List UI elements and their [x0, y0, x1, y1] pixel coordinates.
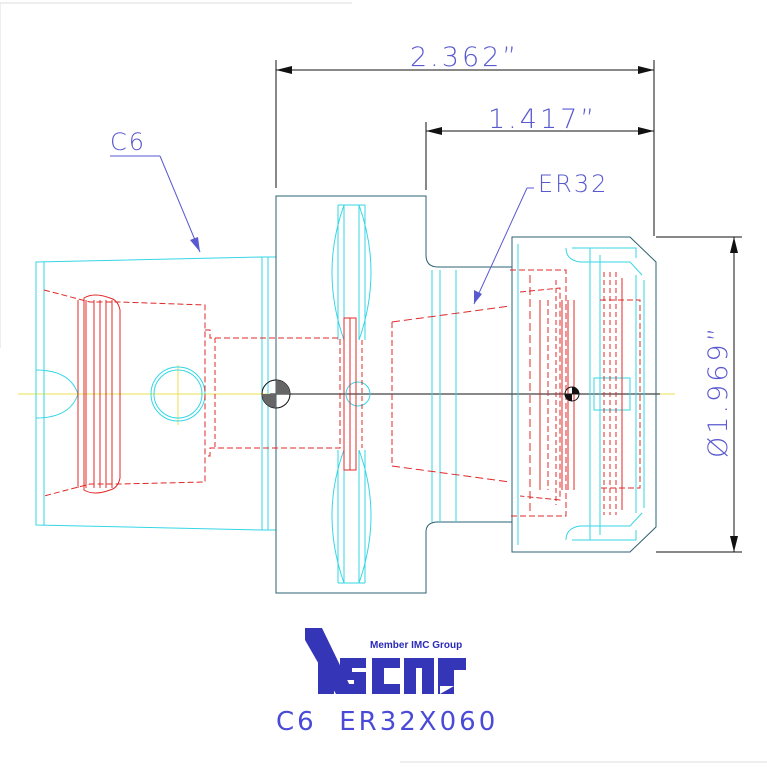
overall-length-dimension: 2.362”: [410, 42, 519, 73]
iscar-logo: [305, 628, 466, 694]
c6-shank-label: C6: [110, 128, 146, 156]
member-imc-group-text: Member IMC Group: [370, 640, 462, 651]
center-marks: [261, 379, 580, 409]
shank-to-front-dimension: 1.417”: [488, 104, 597, 135]
er32-collet-label: ER32: [538, 170, 608, 198]
dimension-lines: [275, 60, 742, 553]
part-number: C6 ER32X060: [276, 707, 498, 737]
hidden-lines: [43, 269, 641, 517]
annotation-leaders: [110, 155, 534, 305]
center-axis: [18, 365, 675, 425]
body-outline: [35, 195, 657, 594]
diameter-dimension: Ø1.969”: [703, 324, 734, 458]
